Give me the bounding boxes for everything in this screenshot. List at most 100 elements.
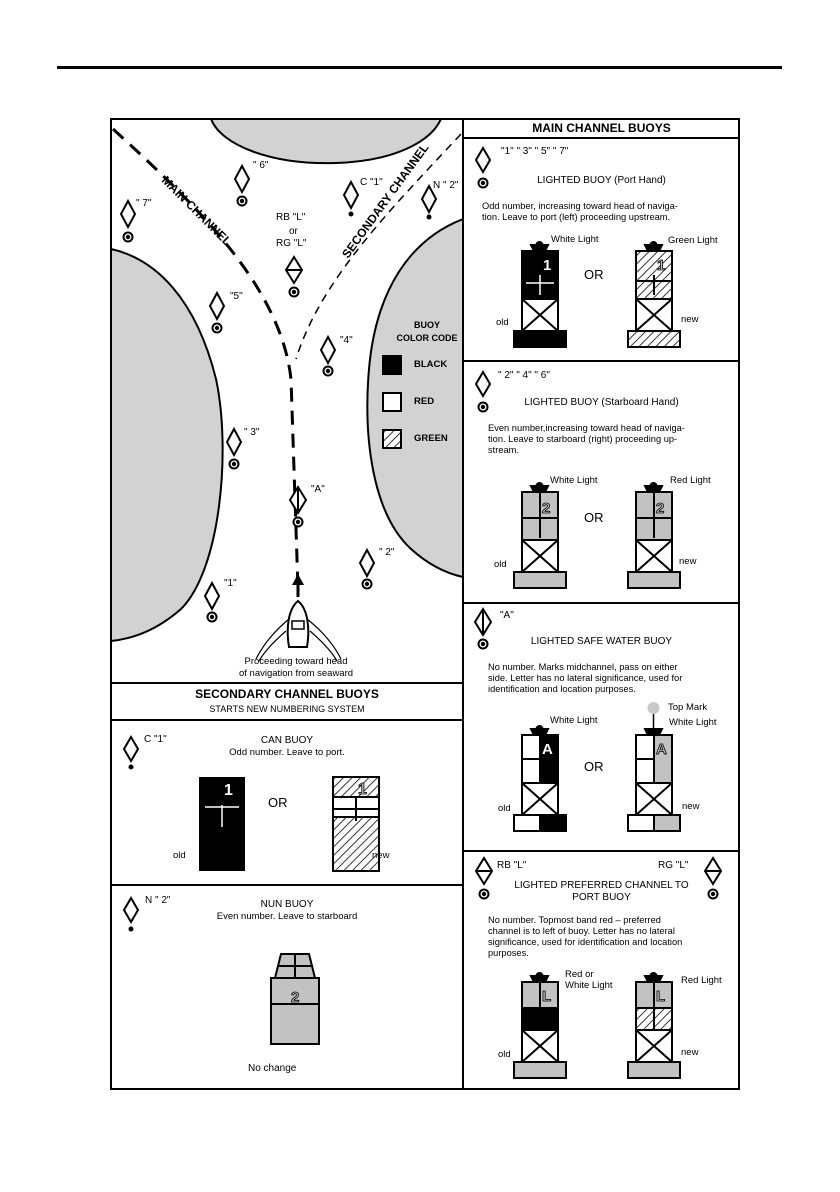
map-buoy-n2 [420, 183, 438, 220]
port-old-numeral: 1 [543, 257, 551, 274]
port-numbers: "1" " 3" " 5" " 7" [501, 146, 569, 157]
port-new-label: new [681, 314, 699, 325]
safe-old-letter: A [542, 741, 553, 758]
nun-symbol-label: N " 2" [145, 895, 171, 906]
divider-secondary-can [111, 719, 463, 721]
preferred-new-buoy: L [627, 972, 681, 1079]
land-left [111, 247, 224, 643]
can-symbol [122, 735, 140, 770]
legend-black-label: BLACK [414, 359, 448, 370]
map-buoy-5 [208, 290, 226, 334]
can-desc: Odd number. Leave to port. [229, 747, 345, 758]
safe-old-label: old [498, 803, 511, 814]
preferred-old-letter: L [542, 988, 551, 1005]
map-buoy-7 [119, 198, 137, 243]
safe-desc-2: side. Letter has no lateral significance… [488, 673, 683, 683]
preferred-rb-label: RB "L" [497, 860, 527, 871]
divider-map-secondary [111, 682, 463, 684]
starboard-old-numeral: 2 [542, 500, 550, 517]
safe-new-label: new [682, 801, 700, 812]
preferred-red-light: Red Light [681, 975, 722, 986]
legend-title-1: BUOY [413, 320, 440, 330]
map-label-rb-l: RB "L" [276, 212, 306, 223]
starboard-desc-1: Even number,increasing toward head of na… [488, 423, 685, 433]
map-buoy-rb-l [284, 255, 304, 298]
map-buoy-c1 [342, 179, 360, 217]
nun-desc: Even number. Leave to starboard [216, 911, 358, 922]
safe-new-buoy: A [627, 702, 681, 832]
land-right [366, 217, 463, 579]
map-label-c1: C "1" [360, 177, 383, 188]
preferred-rg-label: RG "L" [658, 860, 689, 871]
divider-port-starboard [464, 360, 739, 362]
safe-top-mark: Top Mark [668, 702, 708, 713]
main-title: MAIN CHANNEL BUOYS [532, 121, 671, 135]
can-buoy-illustration: 1 1 [122, 735, 380, 872]
top-mark-sphere [647, 702, 660, 714]
port-old-label: old [496, 317, 509, 328]
main-channel-label: MAIN CHANNEL [159, 173, 234, 248]
preferred-rb-symbol [474, 856, 494, 900]
port-or: OR [584, 267, 604, 282]
preferred-desc-1: No number. Topmost band red – preferred [488, 915, 661, 925]
secondary-title: SECONDARY CHANNEL BUOYS [195, 687, 379, 701]
can-new-numeral: 1 [358, 781, 367, 798]
channel-map: MAIN CHANNEL SECONDARY CHANNEL [111, 119, 463, 662]
legend-title-2: COLOR CODE [396, 333, 458, 343]
safe-title: LIGHTED SAFE WATER BUOY [530, 636, 673, 647]
starboard-new-numeral: 2 [656, 500, 664, 517]
legend-red-label: RED [414, 396, 435, 407]
nun-buoy-illustration: 2 [122, 896, 320, 1045]
port-green-light: Green Light [668, 235, 718, 246]
preferred-channel-illustration: L L [474, 856, 723, 1079]
legend-black-swatch [382, 355, 402, 375]
safe-water-buoy-illustration: A A [473, 607, 681, 832]
preferred-old-label: old [498, 1049, 511, 1060]
port-old-buoy: 1 [513, 241, 567, 348]
preferred-title-1: LIGHTED PREFERRED CHANNEL TO [514, 880, 689, 891]
safe-white-light-2: White Light [669, 717, 717, 728]
map-buoy-a [288, 485, 308, 528]
starboard-desc-3: stream. [488, 445, 519, 455]
map-label-n2: N " 2" [433, 180, 459, 191]
top-rule [57, 66, 782, 69]
port-desc-1: Odd number, increasing toward head of na… [482, 201, 678, 211]
port-new-numeral: 1 [657, 257, 665, 274]
map-label-or: or [289, 226, 298, 237]
map-label-1: "1" [224, 578, 237, 589]
safe-old-buoy: A [513, 725, 567, 832]
main-channel-line [111, 127, 300, 590]
safe-new-letter: A [656, 741, 667, 758]
starboard-old-label: old [494, 559, 507, 570]
map-label-a: "A" [311, 484, 325, 495]
preferred-title-2: PORT BUOY [572, 892, 631, 903]
map-caption-1: Proceeding toward head [244, 656, 348, 667]
safe-label: "A" [500, 610, 514, 621]
port-new-buoy: 1 [627, 241, 681, 348]
map-buoy-4 [319, 334, 337, 377]
preferred-old-buoy: L [513, 972, 567, 1079]
preferred-white-light: White Light [565, 980, 613, 991]
can-title: CAN BUOY [260, 735, 314, 746]
preferred-red-or: Red or [565, 969, 594, 980]
divider-main-port [464, 137, 739, 139]
starboard-old-buoy: 2 [513, 482, 567, 589]
map-label-6: " 6" [253, 160, 269, 171]
secondary-subtitle: STARTS NEW NUMBERING SYSTEM [209, 704, 365, 714]
port-symbol [474, 146, 492, 189]
starboard-title: LIGHTED BUOY (Starboard Hand) [524, 397, 679, 408]
preferred-desc-4: purposes. [488, 948, 529, 958]
safe-or: OR [584, 759, 604, 774]
divider-starboard-safe [464, 602, 739, 604]
can-new-buoy: 1 [332, 776, 380, 872]
preferred-desc-2: channel is to left of buoy. Letter has n… [488, 926, 675, 936]
map-label-3: " 3" [244, 427, 260, 438]
can-old-label: old [173, 850, 186, 861]
map-label-5: "5" [230, 291, 243, 302]
boat-icon [255, 574, 342, 662]
can-new-label: new [372, 850, 390, 861]
nun-numeral: 2 [291, 989, 299, 1006]
starboard-white-light: White Light [550, 475, 598, 486]
legend-green-swatch [382, 429, 402, 449]
vertical-divider [462, 119, 464, 1089]
